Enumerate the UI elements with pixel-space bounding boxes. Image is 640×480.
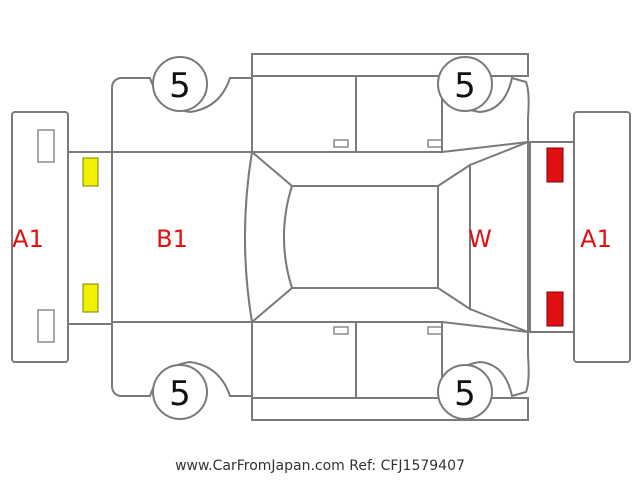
headlight-marker-bottom bbox=[82, 283, 99, 313]
cabin bbox=[244, 140, 529, 334]
tire-front-bottom: 5 bbox=[152, 364, 208, 420]
headlight-marker-top bbox=[82, 157, 99, 187]
tire-rear-top-value: 5 bbox=[454, 66, 476, 106]
rear-bumper-code: A1 bbox=[580, 225, 612, 253]
tire-rear-bottom: 5 bbox=[437, 364, 493, 420]
bottom-side bbox=[111, 320, 530, 421]
tire-front-top-value: 5 bbox=[169, 66, 191, 106]
tire-rear-bottom-value: 5 bbox=[454, 374, 476, 414]
hood-code: B1 bbox=[156, 225, 188, 253]
tire-front-top: 5 bbox=[152, 56, 208, 112]
tire-rear-top: 5 bbox=[437, 56, 493, 112]
taillight-marker-top bbox=[546, 147, 564, 183]
front-bumper-code: A1 bbox=[12, 225, 44, 253]
windshield-code: W bbox=[468, 225, 492, 253]
taillight-marker-bottom bbox=[546, 291, 564, 327]
top-side bbox=[111, 53, 530, 154]
tire-front-bottom-value: 5 bbox=[169, 374, 191, 414]
watermark-text: www.CarFromJapan.com Ref: CFJ1579407 bbox=[175, 458, 465, 474]
